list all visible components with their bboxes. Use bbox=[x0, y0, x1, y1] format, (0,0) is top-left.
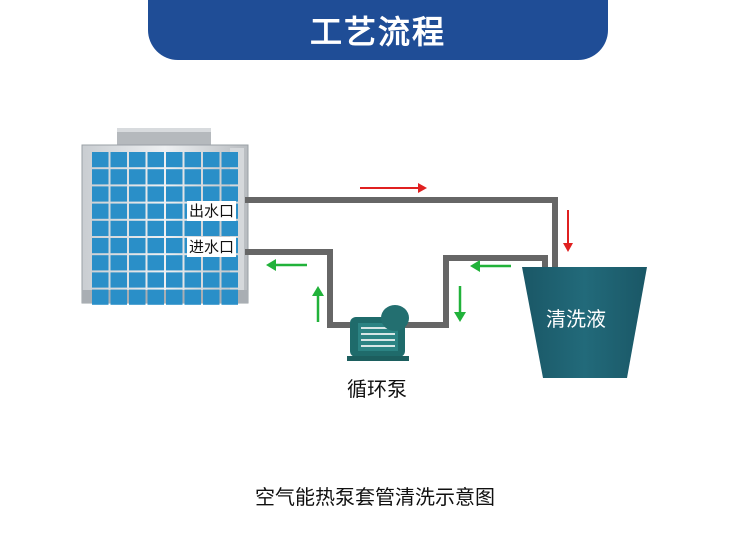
panel-cell bbox=[203, 220, 220, 236]
panel-cell bbox=[147, 152, 164, 168]
panel-cell bbox=[166, 220, 183, 236]
panel-cell bbox=[110, 238, 127, 254]
arrowhead-down bbox=[563, 243, 573, 252]
panel-cell bbox=[203, 272, 220, 288]
circulation-pump-icon bbox=[347, 305, 409, 361]
panel-cell bbox=[92, 289, 109, 305]
inlet-label: 进水口 bbox=[187, 237, 237, 257]
panel-cell bbox=[147, 289, 164, 305]
panel-cell bbox=[110, 220, 127, 236]
panel-cell bbox=[92, 255, 109, 271]
tank-label: 清洗液 bbox=[546, 307, 606, 331]
panel-cell bbox=[92, 152, 109, 168]
panel-cell bbox=[147, 169, 164, 185]
flow-arrows-out bbox=[360, 183, 573, 252]
panel-cell bbox=[184, 186, 201, 202]
panel-cell bbox=[184, 169, 201, 185]
panel-cell bbox=[203, 152, 220, 168]
panel-cell bbox=[147, 272, 164, 288]
panel-cell bbox=[147, 220, 164, 236]
panel-cell bbox=[221, 169, 238, 185]
panel-cell bbox=[129, 289, 146, 305]
panel-cell bbox=[166, 169, 183, 185]
panel-cell bbox=[92, 272, 109, 288]
page-title: 工艺流程 bbox=[309, 13, 446, 51]
panel-cell bbox=[92, 203, 109, 219]
panel-cell bbox=[166, 289, 183, 305]
panel-cell bbox=[147, 186, 164, 202]
panel-cell bbox=[129, 186, 146, 202]
panel-cell bbox=[221, 152, 238, 168]
panel-cell bbox=[92, 169, 109, 185]
panel-cell bbox=[221, 186, 238, 202]
panel-cell bbox=[129, 255, 146, 271]
panel-cell bbox=[184, 289, 201, 305]
panel-cell bbox=[129, 152, 146, 168]
heat-pump-unit-icon bbox=[81, 128, 249, 305]
panel-cell bbox=[110, 203, 127, 219]
panel-cell bbox=[92, 238, 109, 254]
heat-exchanger-panel bbox=[92, 152, 238, 305]
panel-cell bbox=[221, 255, 238, 271]
panel-cell bbox=[110, 186, 127, 202]
panel-cell bbox=[110, 272, 127, 288]
panel-cell bbox=[203, 289, 220, 305]
panel-cell bbox=[203, 169, 220, 185]
diagram-caption: 空气能热泵套管清洗示意图 bbox=[255, 485, 495, 509]
cleaning-tank-icon bbox=[522, 267, 647, 378]
panel-cell bbox=[166, 152, 183, 168]
panel-cell bbox=[110, 152, 127, 168]
panel-cell bbox=[129, 169, 146, 185]
panel-cell bbox=[147, 255, 164, 271]
panel-cell bbox=[203, 186, 220, 202]
supply-pipe bbox=[245, 197, 558, 272]
panel-cell bbox=[166, 203, 183, 219]
panel-cell bbox=[92, 220, 109, 236]
panel-cell bbox=[92, 186, 109, 202]
panel-cell bbox=[110, 289, 127, 305]
panel-cell bbox=[110, 169, 127, 185]
arrowhead-right bbox=[418, 183, 427, 193]
panel-cell bbox=[129, 272, 146, 288]
panel-cell bbox=[203, 255, 220, 271]
panel-cell bbox=[166, 238, 183, 254]
panel-cell bbox=[129, 238, 146, 254]
panel-cell bbox=[184, 272, 201, 288]
panel-cell bbox=[147, 238, 164, 254]
panel-cell bbox=[184, 152, 201, 168]
panel-cell bbox=[221, 289, 238, 305]
panel-cell bbox=[129, 203, 146, 219]
outlet-label: 出水口 bbox=[187, 201, 237, 221]
panel-cell bbox=[221, 220, 238, 236]
header-banner: 工艺流程 bbox=[148, 0, 608, 60]
panel-cell bbox=[221, 272, 238, 288]
flow-arrows-return bbox=[266, 259, 511, 322]
pump-label: 循环泵 bbox=[347, 377, 407, 401]
panel-cell bbox=[166, 186, 183, 202]
panel-cell bbox=[147, 203, 164, 219]
panel-cell bbox=[166, 272, 183, 288]
panel-cell bbox=[184, 220, 201, 236]
panel-cell bbox=[166, 255, 183, 271]
panel-cell bbox=[110, 255, 127, 271]
panel-cell bbox=[129, 220, 146, 236]
panel-cell bbox=[184, 255, 201, 271]
return-pipe-unit bbox=[245, 249, 350, 328]
